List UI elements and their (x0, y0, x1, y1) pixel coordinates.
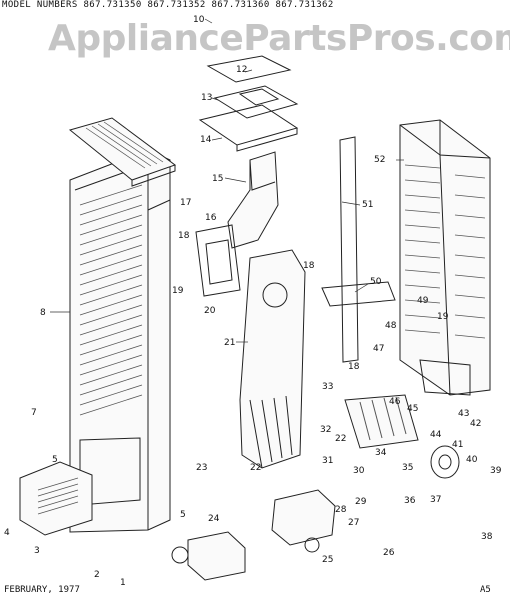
callout-30: 30 (353, 466, 365, 476)
callout-24: 24 (208, 514, 220, 524)
watermark: AppliancePartsPros.com (48, 18, 510, 59)
callout-31: 31 (322, 456, 333, 466)
top-grille (68, 117, 177, 187)
callout-37: 37 (430, 495, 441, 505)
gas-valve-main (171, 531, 246, 581)
model-numbers-header: MODEL NUMBERS 867.731350 867.731352 867.… (2, 0, 334, 10)
callout-1: 1 (120, 578, 126, 588)
callout-39: 39 (490, 466, 502, 476)
callout-5: 5 (52, 455, 58, 465)
callout-35: 35 (402, 463, 413, 473)
callout-22b: 22 (250, 463, 261, 473)
callout-40: 40 (466, 455, 478, 465)
callout-28: 28 (335, 505, 347, 515)
callout-47: 47 (373, 344, 384, 354)
callout-13: 13 (201, 93, 212, 103)
callout-4: 4 (4, 528, 10, 538)
callout-36: 36 (404, 496, 416, 506)
callout-23: 23 (196, 463, 207, 473)
callout-26: 26 (383, 548, 395, 558)
callout-27: 27 (348, 518, 359, 528)
flue-elbow (227, 151, 279, 249)
callout-17: 17 (180, 198, 191, 208)
access-panel (19, 461, 93, 536)
callout-19b: 19 (437, 312, 449, 322)
callout-16: 16 (205, 213, 217, 223)
callout-42: 42 (470, 419, 481, 429)
blower-fan (430, 445, 460, 479)
callout-2: 2 (94, 570, 100, 580)
callout-7: 7 (31, 408, 37, 418)
vent-plates (198, 55, 299, 152)
callout-44: 44 (430, 430, 442, 440)
callout-12: 12 (236, 65, 247, 75)
callout-20: 20 (204, 306, 216, 316)
callout-labels: 10 12 13 14 15 16 17 18 19 20 21 18 8 51… (4, 15, 502, 588)
callout-43: 43 (458, 409, 469, 419)
burner-assembly (344, 394, 419, 449)
footer-page: A5 (480, 585, 491, 595)
callout-51: 51 (362, 200, 373, 210)
callout-29: 29 (355, 497, 367, 507)
callout-48: 48 (385, 321, 397, 331)
duct-collar (195, 224, 241, 297)
callout-21: 21 (224, 338, 235, 348)
callout-19: 19 (172, 286, 184, 296)
rear-column (339, 136, 359, 363)
callout-18c: 18 (348, 362, 360, 372)
callout-41: 41 (452, 440, 463, 450)
callout-50: 50 (370, 277, 382, 287)
callout-45: 45 (407, 404, 418, 414)
callout-46: 46 (389, 397, 401, 407)
callout-18b: 18 (303, 261, 315, 271)
callout-5b: 5 (180, 510, 186, 520)
callout-15: 15 (212, 174, 223, 184)
callout-34: 34 (375, 448, 387, 458)
back-cabinet (399, 119, 491, 396)
callout-18: 18 (178, 231, 190, 241)
callout-38: 38 (481, 532, 493, 542)
cabinet-front-panel (69, 149, 171, 533)
callout-3: 3 (34, 546, 40, 556)
combustion-chamber (239, 249, 306, 469)
callout-14: 14 (200, 135, 212, 145)
callout-32: 32 (320, 425, 331, 435)
cross-bracket (321, 281, 396, 307)
callout-8: 8 (40, 308, 46, 318)
callout-49: 49 (417, 296, 429, 306)
callout-33: 33 (322, 382, 333, 392)
callout-52: 52 (374, 155, 385, 165)
callout-10: 10 (193, 15, 205, 25)
callout-22: 22 (335, 434, 346, 444)
callout-25: 25 (322, 555, 333, 565)
gas-valve-secondary (271, 489, 336, 553)
footer-date: FEBRUARY, 1977 (4, 585, 80, 595)
